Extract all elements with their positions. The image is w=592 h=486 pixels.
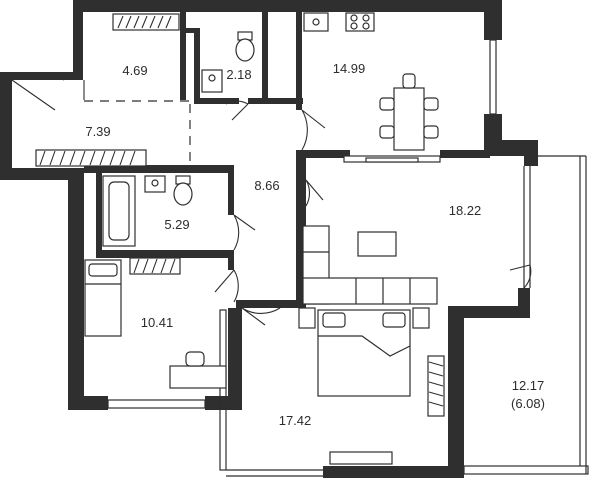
tv-icon [343,155,441,163]
nightstand-icon [298,307,316,329]
sink-icon [303,12,329,32]
toilet-icon [173,175,193,206]
wardrobe-icon [427,355,445,417]
toilet-icon [235,31,255,62]
area-label-small-bedroom: 10.41 [141,315,174,330]
chair-icon [379,125,395,139]
area-label-bathroom: 5.29 [164,217,189,232]
outer-walls [0,0,538,478]
area-label-corridor: 8.66 [254,178,279,193]
chair-icon [402,73,416,89]
wardrobe-icon [112,13,180,31]
living-door[interactable] [305,179,324,207]
sofa-icon [302,225,438,305]
area-label-living: 18.22 [449,203,482,218]
sink-icon [144,175,166,193]
toilet-door[interactable] [225,100,249,121]
doors [11,72,532,326]
area-label-balcony-reduced: (6.08) [511,396,545,411]
chair-icon [423,125,439,139]
bathtub-icon [102,175,136,247]
bathroom-door[interactable] [233,214,256,251]
nightstand-icon [412,307,430,329]
sink-icon [201,69,223,93]
windows [107,39,589,477]
area-label-kitchen: 14.99 [333,61,366,76]
coffee-table-icon [357,231,397,257]
balcony-door[interactable] [509,264,532,289]
area-label-storage: 4.69 [122,63,147,78]
chair-icon [423,97,439,111]
chair-icon [185,351,205,367]
area-labels: 4.69 2.18 14.99 7.39 8.66 5.29 18.22 10.… [85,61,545,428]
double-bed-icon [317,309,411,397]
single-bed-icon [84,259,122,337]
entrance-door[interactable] [11,72,65,111]
master-bedroom-door[interactable] [241,307,281,326]
area-label-balcony: 12.17 [512,378,545,393]
stove-icon [345,12,375,32]
interior-walls [84,12,490,308]
small-bedroom-door[interactable] [214,269,239,303]
area-label-hallway: 7.39 [85,124,110,139]
area-label-master-bedroom: 17.42 [279,413,312,428]
zone-lines [84,100,191,165]
wardrobe-icon [129,257,181,275]
chair-icon [379,97,395,111]
kitchen-door[interactable] [301,109,326,151]
dining-table-icon [379,73,439,151]
wardrobe-icon [35,149,147,167]
dresser-icon [329,451,393,465]
area-label-toilet: 2.18 [226,67,251,82]
desk-icon [169,351,227,389]
